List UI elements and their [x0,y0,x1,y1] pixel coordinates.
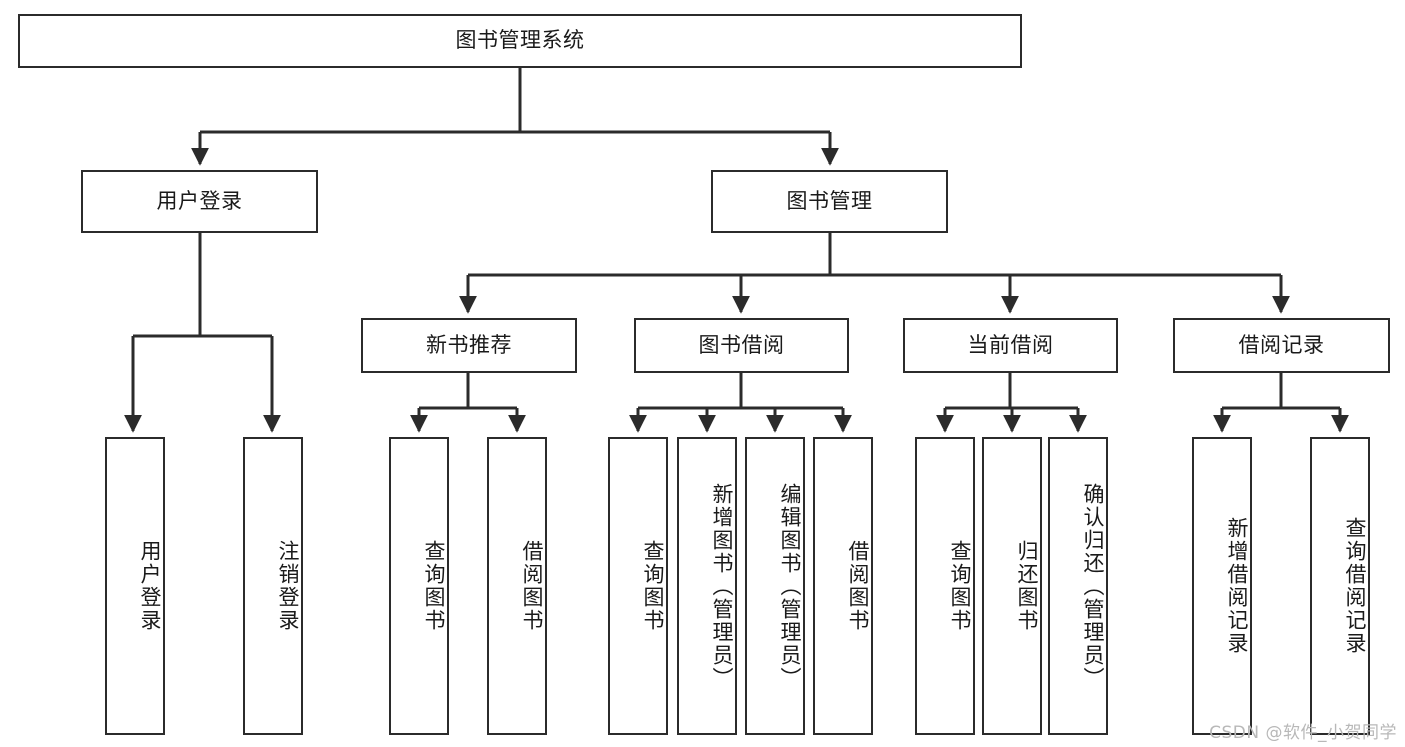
leaf-add-book-label: 新增图书（管理员） [710,482,734,690]
leaf-user-login[interactable]: 用户登录 [105,437,165,735]
leaf-confirm-return[interactable]: 确认归还（管理员） [1048,437,1108,735]
leaf-edit-book-label: 编辑图书（管理员） [778,482,802,690]
leaf-query-book-1[interactable]: 查询图书 [389,437,449,735]
node-current-borrow-label: 当前借阅 [967,332,1054,357]
leaf-add-book[interactable]: 新增图书（管理员） [677,437,737,735]
leaf-user-login-label: 用户登录 [138,540,162,632]
leaf-query-book-3-label: 查询图书 [948,540,972,632]
leaf-add-record[interactable]: 新增借阅记录 [1192,437,1252,735]
node-user-login-label: 用户登录 [156,188,243,213]
leaf-return-book[interactable]: 归还图书 [982,437,1042,735]
node-root[interactable]: 图书管理系统 [18,14,1022,68]
leaf-add-record-label: 新增借阅记录 [1225,517,1249,655]
leaf-borrow-book-2-label: 借阅图书 [846,540,870,632]
leaf-return-book-label: 归还图书 [1015,540,1039,632]
node-book-borrow-label: 图书借阅 [698,332,785,357]
leaf-query-book-2-label: 查询图书 [641,540,665,632]
node-book-manage-label: 图书管理 [786,188,873,213]
node-new-book-recommend-label: 新书推荐 [426,332,512,357]
leaf-query-record-label: 查询借阅记录 [1343,517,1367,655]
node-root-label: 图书管理系统 [455,28,585,53]
leaf-confirm-return-label: 确认归还（管理员） [1081,482,1105,690]
node-user-login[interactable]: 用户登录 [81,170,318,233]
node-borrow-record[interactable]: 借阅记录 [1173,318,1390,373]
node-book-manage[interactable]: 图书管理 [711,170,948,233]
node-borrow-record-label: 借阅记录 [1238,332,1325,357]
node-book-borrow[interactable]: 图书借阅 [634,318,849,373]
leaf-user-logout-label: 注销登录 [276,540,300,632]
leaf-edit-book[interactable]: 编辑图书（管理员） [745,437,805,735]
csdn-watermark: CSDN @软件_小贺同学 [1209,723,1397,743]
leaf-query-book-3[interactable]: 查询图书 [915,437,975,735]
leaf-user-logout[interactable]: 注销登录 [243,437,303,735]
leaf-query-book-2[interactable]: 查询图书 [608,437,668,735]
leaf-borrow-book-1[interactable]: 借阅图书 [487,437,547,735]
node-new-book-recommend[interactable]: 新书推荐 [361,318,577,373]
node-current-borrow[interactable]: 当前借阅 [903,318,1118,373]
leaf-borrow-book-1-label: 借阅图书 [520,540,544,632]
leaf-query-record[interactable]: 查询借阅记录 [1310,437,1370,735]
leaf-query-book-1-label: 查询图书 [422,540,446,632]
leaf-borrow-book-2[interactable]: 借阅图书 [813,437,873,735]
